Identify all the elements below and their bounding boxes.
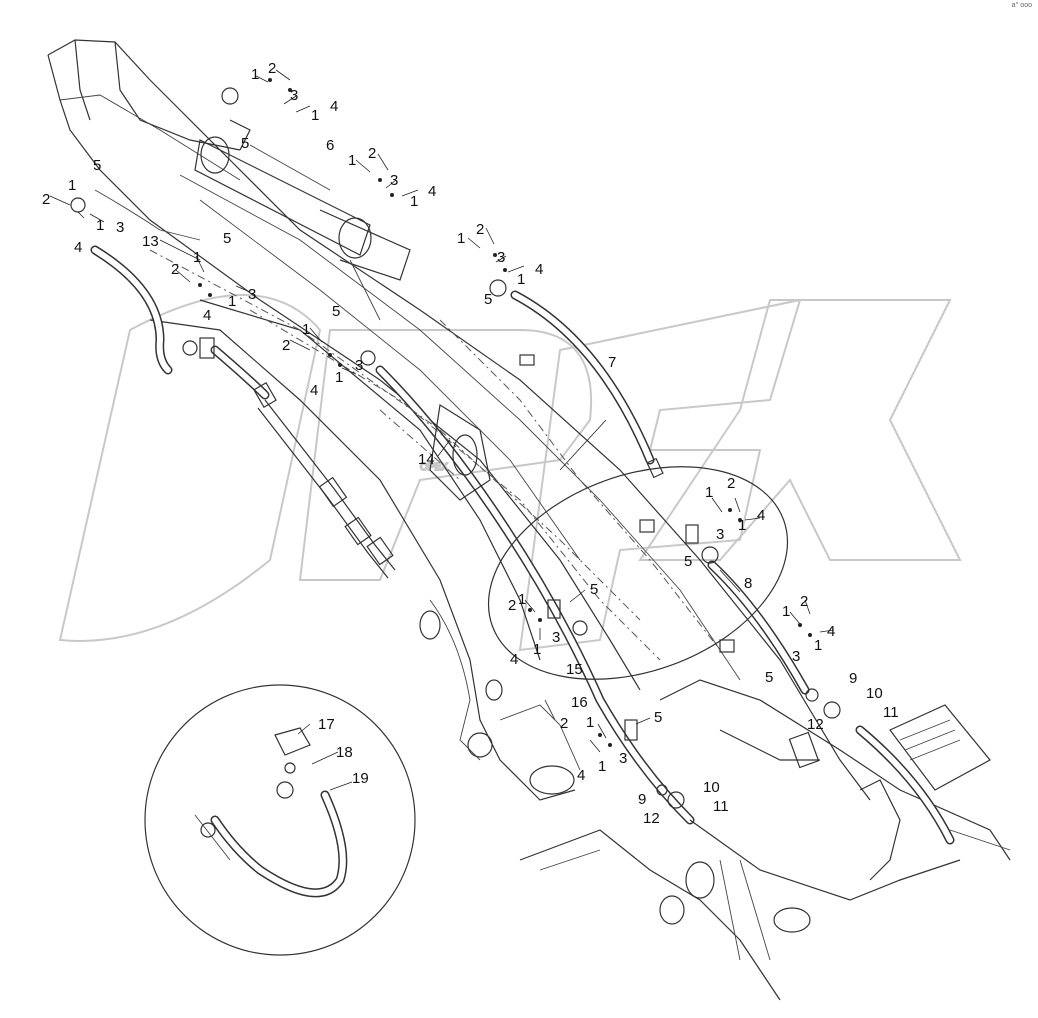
callout-4: 4 — [827, 623, 835, 640]
callout-1: 1 — [348, 152, 356, 169]
callout-2: 2 — [268, 60, 276, 77]
callout-15: 15 — [566, 661, 583, 678]
callout-2: 2 — [368, 145, 376, 162]
callout-4: 4 — [577, 767, 585, 784]
callout-4: 4 — [203, 307, 211, 324]
callout-1: 1 — [410, 193, 418, 210]
callout-1: 1 — [457, 230, 465, 247]
callout-1: 1 — [193, 249, 201, 266]
callout-1: 1 — [311, 107, 319, 124]
detail-hose — [194, 727, 348, 898]
corner-mark: a° ooo — [1011, 2, 1032, 9]
callout-17: 17 — [318, 716, 335, 733]
callout-1: 1 — [782, 603, 790, 620]
callout-11: 11 — [713, 798, 729, 815]
callout-3: 3 — [497, 249, 505, 266]
callout-4: 4 — [535, 261, 543, 278]
callout-4: 4 — [74, 239, 82, 256]
callout-1: 1 — [68, 177, 76, 194]
callout-4: 4 — [330, 98, 338, 115]
callout-1: 1 — [586, 714, 594, 731]
callout-13: 13 — [142, 233, 159, 250]
hose-8 — [707, 560, 810, 695]
callout-3: 3 — [390, 172, 398, 189]
callout-2: 2 — [508, 597, 516, 614]
callout-5: 5 — [590, 581, 598, 598]
callout-4: 4 — [757, 507, 765, 524]
callout-3: 3 — [248, 286, 256, 303]
callout-2: 2 — [42, 191, 50, 208]
callout-16: 16 — [571, 694, 588, 711]
pivot-plate-14 — [429, 404, 491, 501]
callout-4: 4 — [310, 382, 318, 399]
callout-9: 9 — [849, 670, 857, 687]
center-pipe — [257, 399, 396, 579]
callout-1: 1 — [96, 217, 104, 234]
callout-3: 3 — [290, 87, 298, 104]
callout-2: 2 — [171, 261, 179, 278]
callout-2: 2 — [800, 593, 808, 610]
callout-labels: 1 2 3 4 1 5 6 1 2 3 4 1 2 1 5 3 1 4 13 5… — [42, 60, 899, 827]
callout-4: 4 — [428, 183, 436, 200]
callout-2: 2 — [727, 475, 735, 492]
callout-1: 1 — [251, 66, 259, 83]
callout-3: 3 — [116, 219, 124, 236]
callout-5: 5 — [332, 303, 340, 320]
callout-18: 18 — [336, 744, 353, 761]
callout-19: 19 — [352, 770, 369, 787]
callout-12: 12 — [807, 716, 824, 733]
callout-6: 6 — [326, 137, 334, 154]
callout-5: 5 — [93, 157, 101, 174]
callout-5: 5 — [241, 135, 249, 152]
callout-5: 5 — [223, 230, 231, 247]
lift-cylinder — [194, 119, 411, 321]
detail-circle — [144, 684, 416, 956]
center-lines — [149, 249, 721, 661]
chassis — [519, 679, 1011, 1001]
callout-8: 8 — [744, 575, 752, 592]
callout-2: 2 — [282, 337, 290, 354]
boom-frame — [47, 39, 871, 801]
callout-1: 1 — [302, 321, 310, 338]
callout-1: 1 — [518, 591, 526, 608]
callout-1: 1 — [705, 484, 713, 501]
highlight-ellipse — [487, 466, 789, 680]
hose-7 — [510, 290, 664, 479]
callout-1: 1 — [598, 758, 606, 775]
callout-1: 1 — [228, 293, 236, 310]
callout-5: 5 — [654, 709, 662, 726]
callout-5: 5 — [484, 291, 492, 308]
callout-4: 4 — [510, 651, 518, 668]
fittings — [70, 78, 841, 809]
callout-1: 1 — [814, 637, 822, 654]
leader-lines — [49, 69, 835, 791]
callout-1: 1 — [533, 641, 541, 658]
callout-1: 1 — [517, 271, 525, 288]
callout-3: 3 — [355, 357, 363, 374]
callout-5: 5 — [684, 553, 692, 570]
callout-3: 3 — [552, 629, 560, 646]
callout-3: 3 — [716, 526, 724, 543]
callout-1: 1 — [738, 517, 746, 534]
callout-1: 1 — [335, 369, 343, 386]
callout-9: 9 — [638, 791, 646, 808]
callout-12: 12 — [643, 810, 660, 827]
callout-7: 7 — [608, 354, 616, 371]
callout-10: 10 — [703, 779, 720, 796]
callout-14: 14 — [418, 451, 435, 468]
callout-5: 5 — [765, 669, 773, 686]
callout-11: 11 — [883, 704, 899, 721]
watermark-text: OPEX — [420, 462, 448, 473]
callout-3: 3 — [619, 750, 627, 767]
left-hose — [90, 189, 270, 400]
lower-boom — [149, 299, 581, 801]
callout-2: 2 — [476, 221, 484, 238]
callout-3: 3 — [792, 648, 800, 665]
callout-2: 2 — [560, 715, 568, 732]
callout-10: 10 — [866, 685, 883, 702]
lower-hose — [375, 365, 695, 825]
